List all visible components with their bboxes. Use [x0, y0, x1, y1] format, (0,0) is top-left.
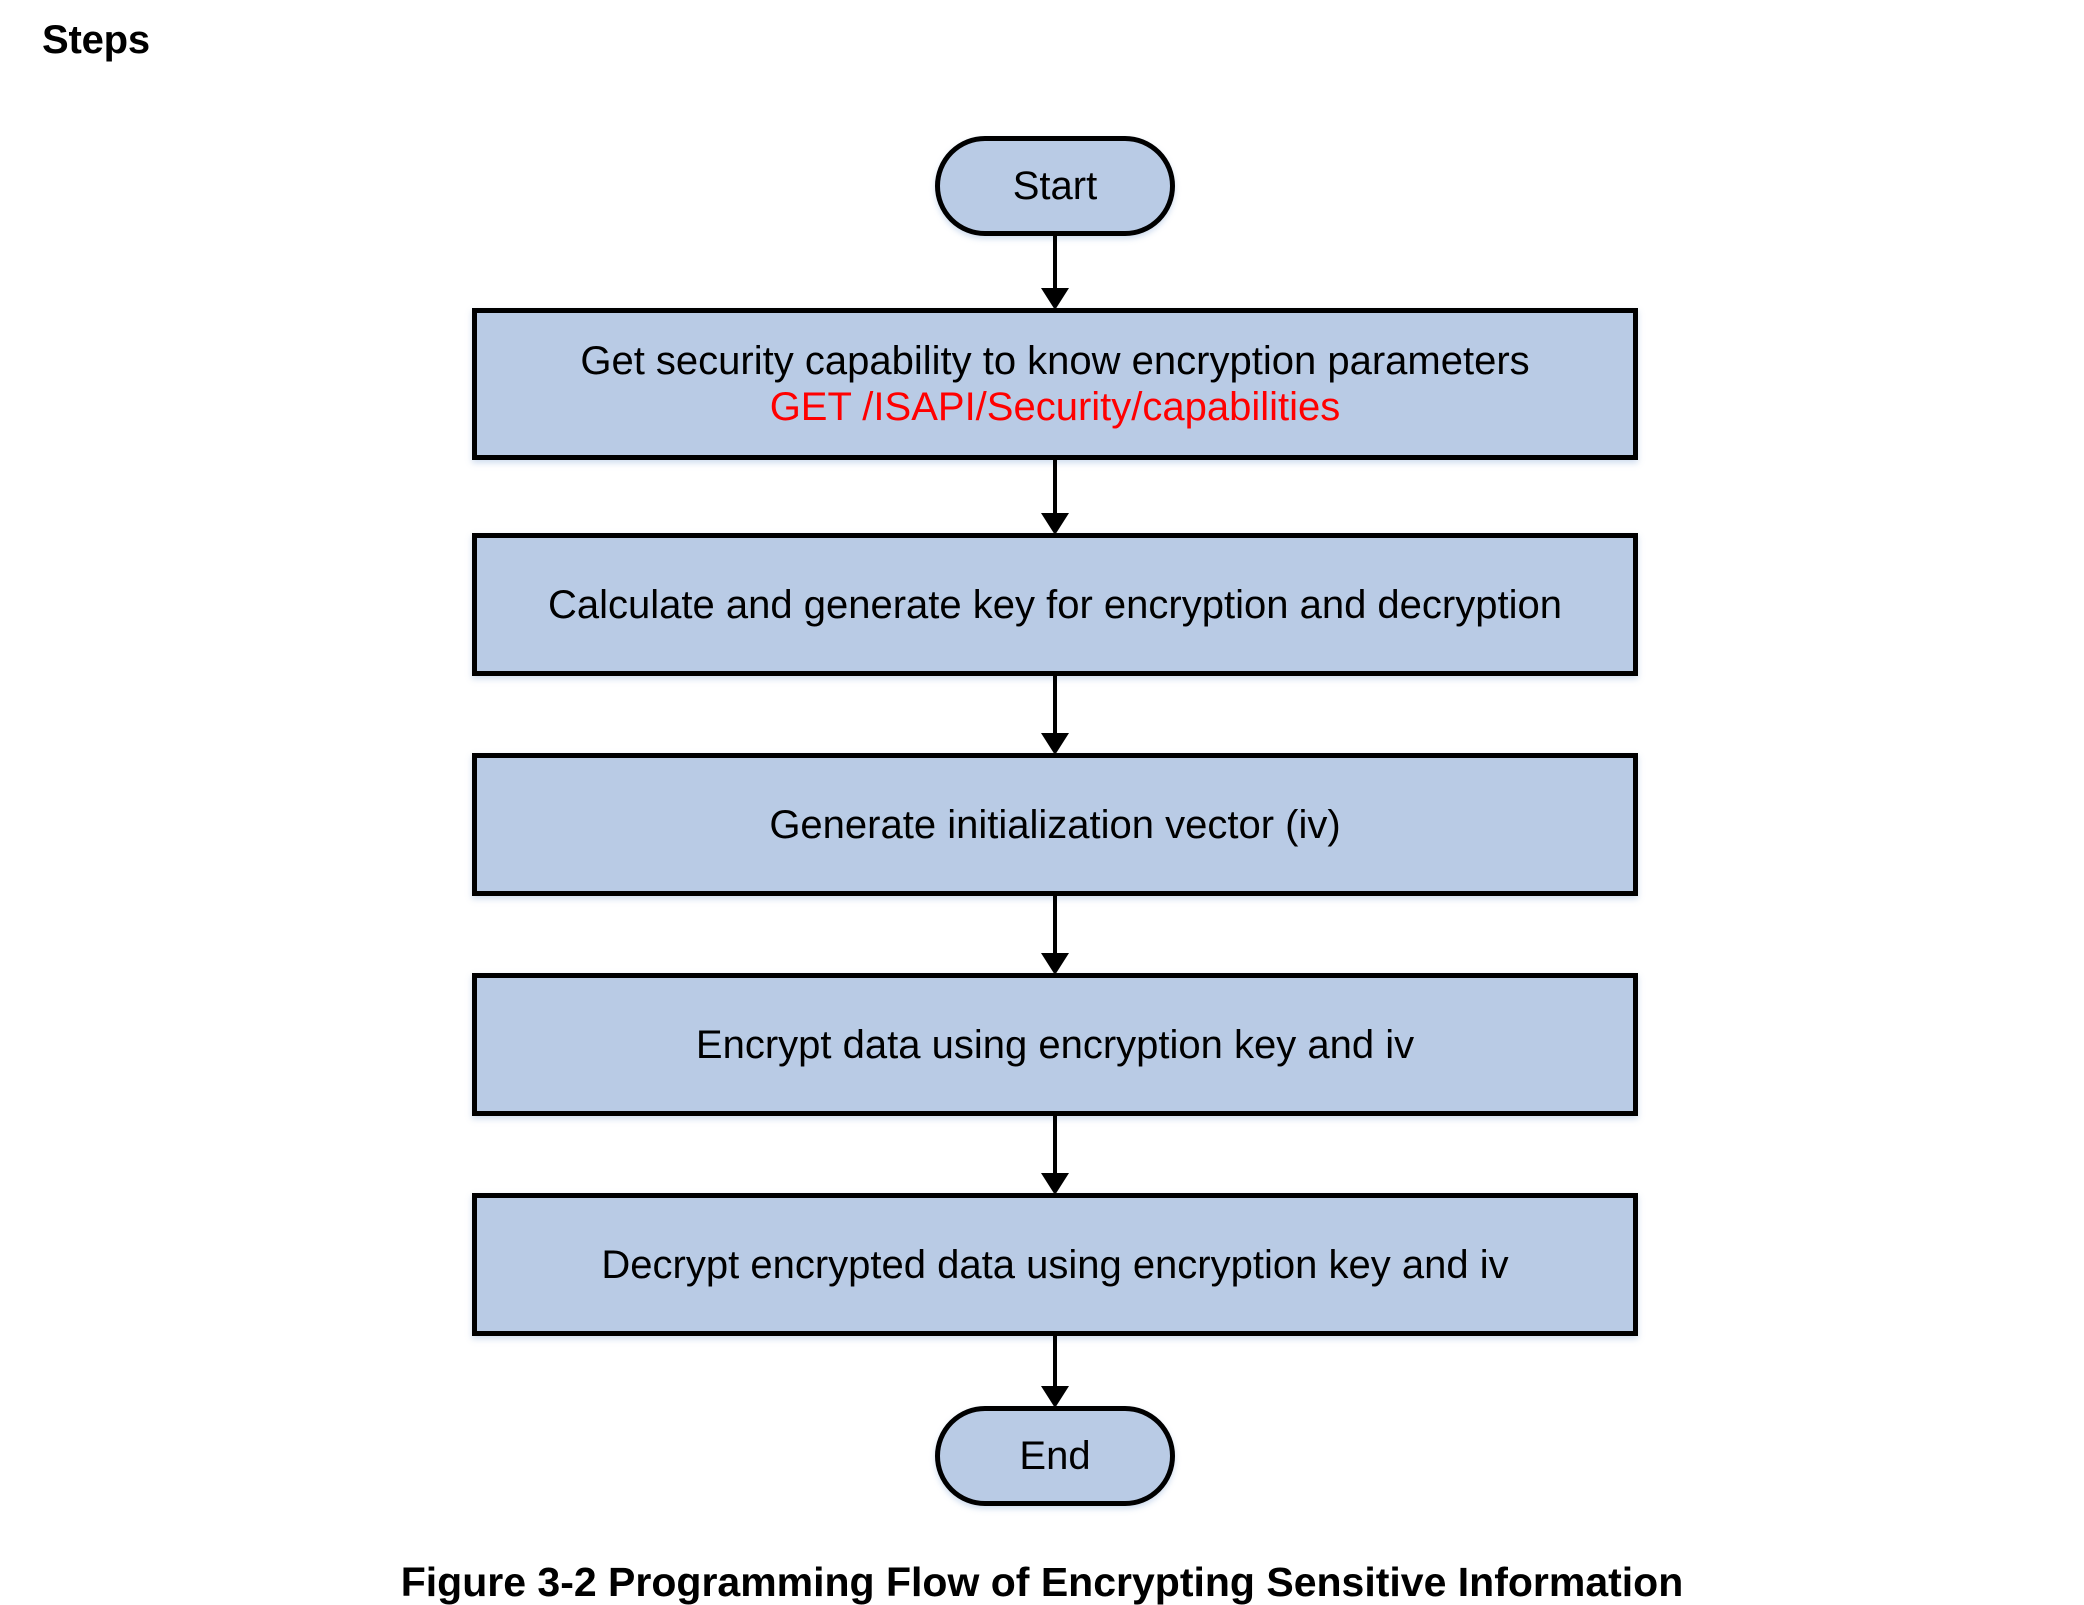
flow-node-step3: Generate initialization vector (iv) — [472, 753, 1638, 896]
arrowhead-icon — [1041, 733, 1069, 755]
connector-line — [1053, 894, 1057, 953]
flow-node-end: End — [935, 1406, 1175, 1506]
page-title: Steps — [42, 18, 150, 62]
flow-connector-start-to-step1 — [1041, 234, 1069, 310]
arrowhead-icon — [1041, 953, 1069, 975]
flow-node-step1-label: Get security capability to know encrypti… — [580, 339, 1530, 383]
flow-node-step2-label: Calculate and generate key for encryptio… — [548, 582, 1562, 627]
flow-connector-step3-to-step4 — [1041, 894, 1069, 975]
flow-node-step5-label: Decrypt encrypted data using encryption … — [601, 1242, 1509, 1287]
flow-connector-step1-to-step2 — [1041, 458, 1069, 535]
flow-node-step5: Decrypt encrypted data using encryption … — [472, 1193, 1638, 1336]
arrowhead-icon — [1041, 288, 1069, 310]
flow-node-step1: Get security capability to know encrypti… — [472, 308, 1638, 460]
flow-connector-step5-to-end — [1041, 1334, 1069, 1408]
connector-line — [1053, 458, 1057, 513]
flow-node-end-label: End — [1019, 1434, 1091, 1478]
arrowhead-icon — [1041, 1386, 1069, 1408]
arrowhead-icon — [1041, 1173, 1069, 1195]
figure-caption: Figure 3-2 Programming Flow of Encryptin… — [400, 1559, 1684, 1605]
connector-line — [1053, 1334, 1057, 1386]
flow-node-step1-endpoint: GET /ISAPI/Security/capabilities — [769, 385, 1341, 429]
flow-node-start: Start — [935, 136, 1175, 236]
connector-line — [1053, 234, 1057, 288]
flow-node-step4: Encrypt data using encryption key and iv — [472, 973, 1638, 1116]
connector-line — [1053, 1114, 1057, 1173]
flow-connector-step4-to-step5 — [1041, 1114, 1069, 1195]
flow-node-step3-label: Generate initialization vector (iv) — [769, 802, 1341, 847]
flow-node-start-label: Start — [1012, 164, 1098, 208]
flow-node-step2: Calculate and generate key for encryptio… — [472, 533, 1638, 676]
arrowhead-icon — [1041, 513, 1069, 535]
connector-line — [1053, 674, 1057, 733]
flow-node-step4-label: Encrypt data using encryption key and iv — [695, 1022, 1415, 1067]
flow-connector-step2-to-step3 — [1041, 674, 1069, 755]
